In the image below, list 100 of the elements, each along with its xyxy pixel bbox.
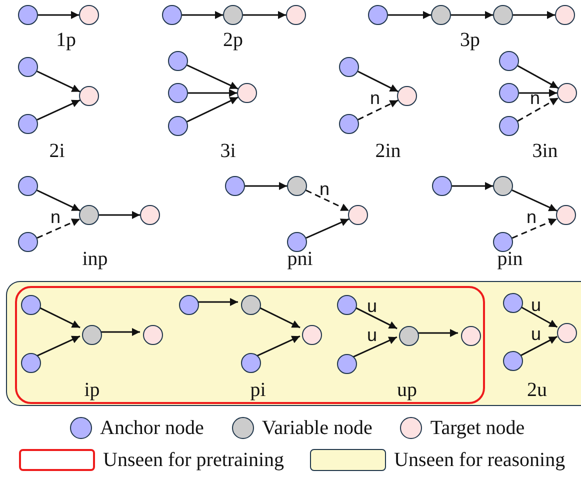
graph-node-circle <box>18 114 38 134</box>
graph-node-circle <box>82 325 102 345</box>
arrow <box>36 70 80 92</box>
graph-node-circle <box>556 205 576 225</box>
graph-node-circle <box>555 5 575 25</box>
arrow <box>352 336 398 358</box>
graph-node-circle <box>499 51 519 71</box>
arrow <box>243 11 286 19</box>
graph-node-circle <box>79 5 99 25</box>
edge-label: n <box>370 89 380 107</box>
pattern-label: inp <box>82 248 108 270</box>
pattern-label: 2i <box>49 140 65 162</box>
graph-node-circle <box>461 326 481 346</box>
graph-node-circle <box>397 86 417 106</box>
arrow <box>36 218 80 239</box>
graph-node-circle <box>286 5 306 25</box>
arrow <box>99 328 140 336</box>
graph-node-circle <box>168 116 188 136</box>
legend-label: Unseen for reasoning <box>394 449 566 471</box>
arrow <box>358 70 398 92</box>
graph-node-circle <box>557 323 577 343</box>
arrow <box>182 11 223 19</box>
graph-node-circle <box>241 295 261 315</box>
arrow <box>245 182 287 190</box>
arrow <box>513 11 555 19</box>
graph-node-circle <box>339 57 359 77</box>
graph-node-circle <box>21 353 41 373</box>
pattern-label: 3p <box>460 29 480 51</box>
arrow <box>36 190 80 212</box>
arrow <box>517 97 559 122</box>
graph-node-circle <box>493 176 513 196</box>
pattern-label: 2in <box>375 140 401 162</box>
edge-label: n <box>50 208 60 226</box>
legend-label: Variable node <box>262 417 372 439</box>
graph-node-circle <box>241 353 261 373</box>
graph-node-circle <box>18 176 38 196</box>
graph-node-circle <box>337 354 357 374</box>
graph-node-circle <box>225 176 245 196</box>
arrow <box>186 96 238 122</box>
pattern-label: pin <box>497 248 523 270</box>
graph-node-circle <box>302 325 322 345</box>
arrow <box>451 11 493 19</box>
graph-node-circle <box>368 5 388 25</box>
graph-node-circle <box>493 232 513 252</box>
edge-label: u <box>367 326 377 344</box>
pattern-label: 3in <box>532 140 558 162</box>
edge-label: n <box>320 180 330 198</box>
arrow <box>388 11 431 19</box>
arrow <box>416 329 458 337</box>
pattern-label: up <box>397 379 417 401</box>
graph-node-circle <box>237 83 257 103</box>
graph-node-circle <box>287 176 307 196</box>
graph-node-circle <box>18 5 38 25</box>
pattern-label: ip <box>84 379 100 401</box>
legend-label: Target node <box>430 417 525 439</box>
graph-node-circle <box>431 5 451 25</box>
legend-label: Anchor node <box>100 417 204 439</box>
graph-node-circle <box>503 293 523 313</box>
graph-node-circle <box>557 83 577 103</box>
edge-label: n <box>530 88 540 106</box>
pattern-label: pni <box>287 248 313 270</box>
arrow <box>512 218 558 239</box>
arrow <box>512 190 558 212</box>
pattern-label: 3i <box>220 140 236 162</box>
pattern-label: 1p <box>56 29 76 51</box>
graph-node-circle <box>18 232 38 252</box>
graph-node-circle <box>179 295 199 315</box>
arrow <box>186 64 238 90</box>
graph-node-circle <box>162 5 182 25</box>
arrow <box>520 306 558 328</box>
arrow <box>38 11 79 19</box>
graph-node-circle <box>337 295 357 315</box>
graph-node-circle <box>399 326 419 346</box>
arrow <box>517 65 559 89</box>
graph-node-circle <box>21 295 41 315</box>
arrow <box>99 211 140 219</box>
arrow <box>196 298 238 306</box>
arrow <box>358 100 398 120</box>
pattern-label: 2u <box>527 379 547 401</box>
edge-label: n <box>526 208 536 226</box>
graph-node-circle <box>432 176 452 196</box>
arrow <box>520 336 558 356</box>
arrow <box>519 89 557 97</box>
arrow <box>188 89 237 97</box>
outlined-region <box>15 286 485 404</box>
legend-label: Unseen for pretraining <box>103 449 284 471</box>
highlight-region <box>6 281 581 406</box>
arrow <box>452 182 493 190</box>
graph-node-circle <box>143 325 163 345</box>
graph-node-circle <box>168 51 188 71</box>
edge-label: u <box>531 325 541 343</box>
graph-node-circle <box>287 232 307 252</box>
graph-node-circle <box>348 205 368 225</box>
arrow <box>36 99 80 121</box>
graph-node-circle <box>493 5 513 25</box>
edge-label: u <box>367 296 377 314</box>
graph-node-circle <box>140 205 160 225</box>
graph-node-circle <box>79 86 99 106</box>
edge-label: u <box>531 296 541 314</box>
arrow <box>306 218 350 239</box>
